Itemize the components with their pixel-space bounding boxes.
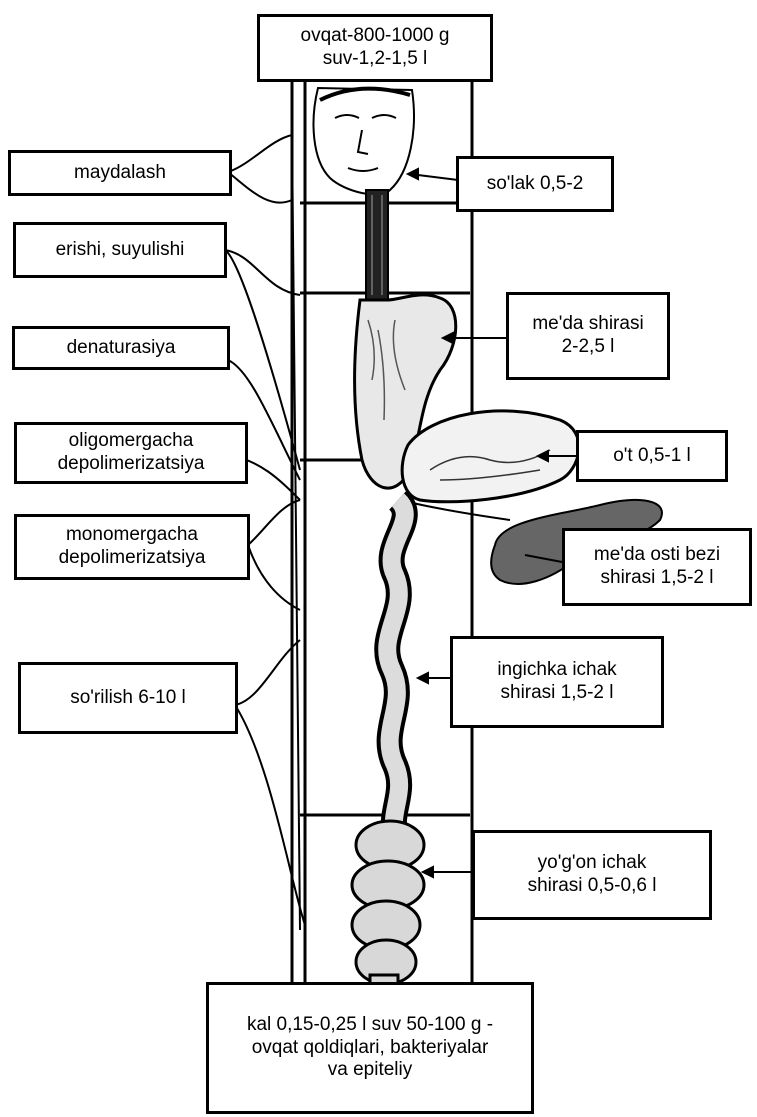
secretion-small-intestine-box: ingichka ichak shirasi 1,5-2 l [450, 636, 664, 728]
esophagus [366, 190, 388, 300]
secretion-pancreatic-line2: shirasi 1,5-2 l [601, 567, 714, 590]
head-illustration [314, 88, 414, 194]
secretion-gastric-box: me'da shirasi 2-2,5 l [506, 292, 670, 380]
process-grinding-label: maydalash [74, 162, 166, 185]
secretion-saliva-label: so'lak 0,5-2 [487, 173, 584, 196]
intake-water: suv-1,2-1,5 l [323, 48, 428, 71]
intake-food: ovqat-800-1000 g [301, 25, 450, 48]
secretion-pancreatic-line1: me'da osti bezi [594, 544, 720, 567]
process-dissolving-box: erishi, suyulishi [13, 222, 227, 278]
secretion-bile-label: o't 0,5-1 l [613, 445, 691, 468]
output-box: kal 0,15-0,25 l suv 50-100 g - ovqat qol… [206, 982, 534, 1114]
secretion-small-intestine-line1: ingichka ichak [497, 659, 616, 682]
process-oligomer-line1: oligomergacha [69, 430, 194, 453]
process-denaturation-label: denaturasiya [67, 337, 176, 360]
large-intestine [352, 821, 424, 1005]
output-line1: kal 0,15-0,25 l suv 50-100 g - [247, 1014, 493, 1037]
secretion-pancreatic-box: me'da osti bezi shirasi 1,5-2 l [562, 528, 752, 606]
secretion-gastric-line2: 2-2,5 l [562, 336, 615, 359]
output-line2: ovqat qoldiqlari, bakteriyalar [252, 1037, 489, 1060]
secretion-small-intestine-line2: shirasi 1,5-2 l [501, 682, 614, 705]
process-oligomer-box: oligomergacha depolimerizatsiya [14, 422, 248, 484]
process-monomer-line2: depolimerizatsiya [59, 547, 206, 570]
secretion-large-intestine-line2: shirasi 0,5-0,6 l [528, 875, 657, 898]
secretion-large-intestine-box: yo'g'on ichak shirasi 0,5-0,6 l [472, 830, 712, 920]
process-grinding-box: maydalash [8, 150, 232, 196]
process-absorption-box: so'rilish 6-10 l [18, 662, 238, 734]
process-absorption-label: so'rilish 6-10 l [70, 687, 186, 710]
output-line3: va epiteliy [328, 1059, 413, 1082]
secretion-bile-box: o't 0,5-1 l [576, 430, 728, 482]
process-dissolving-label: erishi, suyulishi [56, 239, 185, 262]
process-monomer-box: monomergacha depolimerizatsiya [14, 514, 250, 580]
process-denaturation-box: denaturasiya [12, 326, 230, 370]
process-monomer-line1: monomergacha [66, 524, 198, 547]
intake-box: ovqat-800-1000 g suv-1,2-1,5 l [257, 14, 493, 82]
secretion-large-intestine-line1: yo'g'on ichak [538, 852, 647, 875]
secretion-saliva-box: so'lak 0,5-2 [456, 156, 614, 212]
secretion-gastric-line1: me'da shirasi [532, 313, 643, 336]
process-oligomer-line2: depolimerizatsiya [58, 453, 205, 476]
